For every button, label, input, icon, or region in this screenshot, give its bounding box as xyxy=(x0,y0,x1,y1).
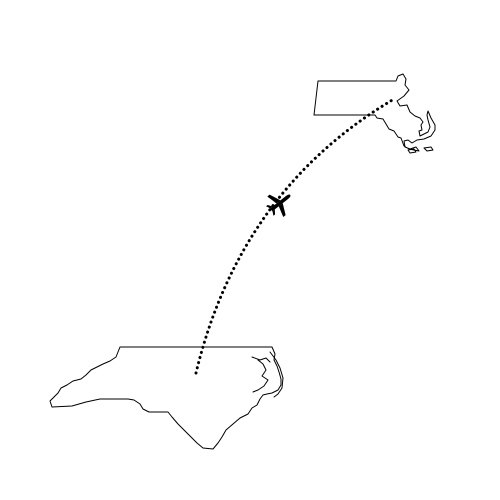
pamlico-sound-shoreline xyxy=(252,359,269,393)
airplane-tail-top xyxy=(266,205,273,209)
airplane-body xyxy=(270,194,291,212)
albemarle-sound-shoreline xyxy=(251,356,271,363)
airplane-wing-bottom xyxy=(278,203,286,217)
outer-banks xyxy=(269,351,284,398)
massachusetts-map-icon xyxy=(313,73,436,154)
flight-route-path xyxy=(194,97,396,375)
north-carolina-outline xyxy=(49,346,282,450)
massachusetts-outline xyxy=(313,73,436,152)
nantucket-island xyxy=(423,146,434,152)
airplane-wing-top xyxy=(267,194,281,204)
airplane-tail-bottom xyxy=(272,209,276,216)
airplane-icon xyxy=(266,194,291,217)
marthas-vineyard-island xyxy=(407,148,417,154)
north-carolina-map-icon xyxy=(49,346,284,450)
